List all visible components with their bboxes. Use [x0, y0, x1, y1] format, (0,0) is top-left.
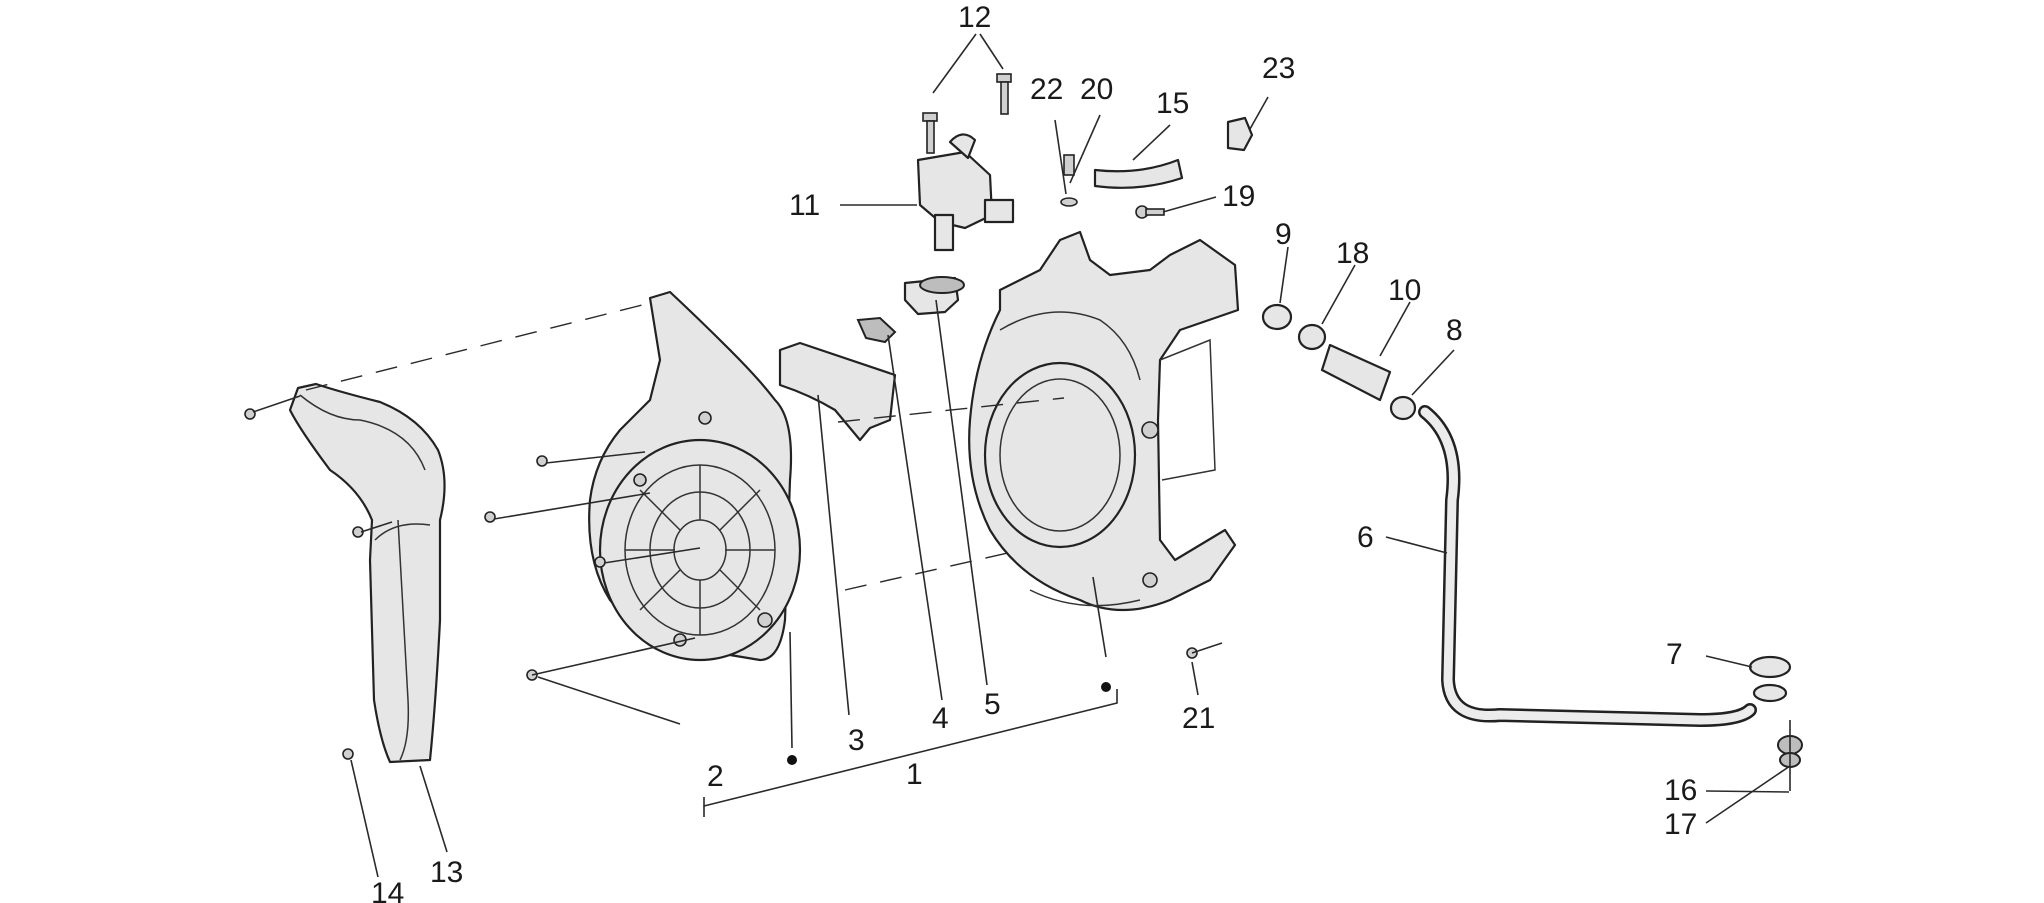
seal-collar	[903, 276, 965, 316]
callout-11: 11	[789, 189, 820, 222]
hose-clamps	[1261, 303, 1417, 421]
callout-3: 3	[848, 724, 865, 757]
callout-12: 12	[958, 1, 991, 34]
breather-pipe	[1418, 405, 1757, 728]
valve-body	[916, 133, 1015, 252]
callout-9: 9	[1275, 218, 1292, 251]
breather-pipe-inner	[1420, 407, 1755, 725]
callout-13: 13	[430, 856, 463, 889]
callout-10: 10	[1388, 274, 1421, 307]
housing-screw	[1135, 205, 1165, 219]
callout-16: 16	[1664, 774, 1697, 807]
callout-5: 5	[984, 688, 1001, 721]
callout-15: 15	[1156, 87, 1189, 120]
callout-20: 20	[1080, 73, 1113, 106]
gasket-and-nut	[1748, 655, 1803, 768]
outer-cover-shroud	[288, 382, 446, 764]
foam-pad	[778, 341, 897, 442]
short-hose	[1093, 158, 1184, 189]
callout-19: 19	[1222, 180, 1255, 213]
callout-21: 21	[1182, 702, 1215, 735]
spring-clip	[856, 316, 897, 344]
callout-8: 8	[1446, 314, 1463, 347]
leader-lines	[252, 33, 1791, 878]
callout-23: 23	[1262, 52, 1295, 85]
callout-1: 1	[906, 758, 923, 791]
callout-4: 4	[932, 702, 949, 735]
callout-7: 7	[1666, 638, 1683, 671]
bolts	[922, 73, 1012, 154]
callout-14: 14	[371, 877, 404, 903]
callout-22: 22	[1030, 73, 1063, 106]
callout-2: 2	[707, 760, 724, 793]
fan-cover	[588, 290, 802, 662]
callout-17: 17	[1664, 808, 1697, 841]
callout-6: 6	[1357, 521, 1374, 554]
screw-and-washer	[1060, 154, 1078, 207]
callout-18: 18	[1336, 237, 1369, 270]
fan-housing	[968, 230, 1240, 612]
callout-labels: 1 2 3 4 5 6 7 8 9 10 11 12 13 14 15 16 1…	[371, 1, 1697, 903]
clamp-bracket	[1226, 116, 1254, 152]
leader-dots	[787, 682, 1111, 765]
fastening-screws	[244, 408, 1198, 760]
